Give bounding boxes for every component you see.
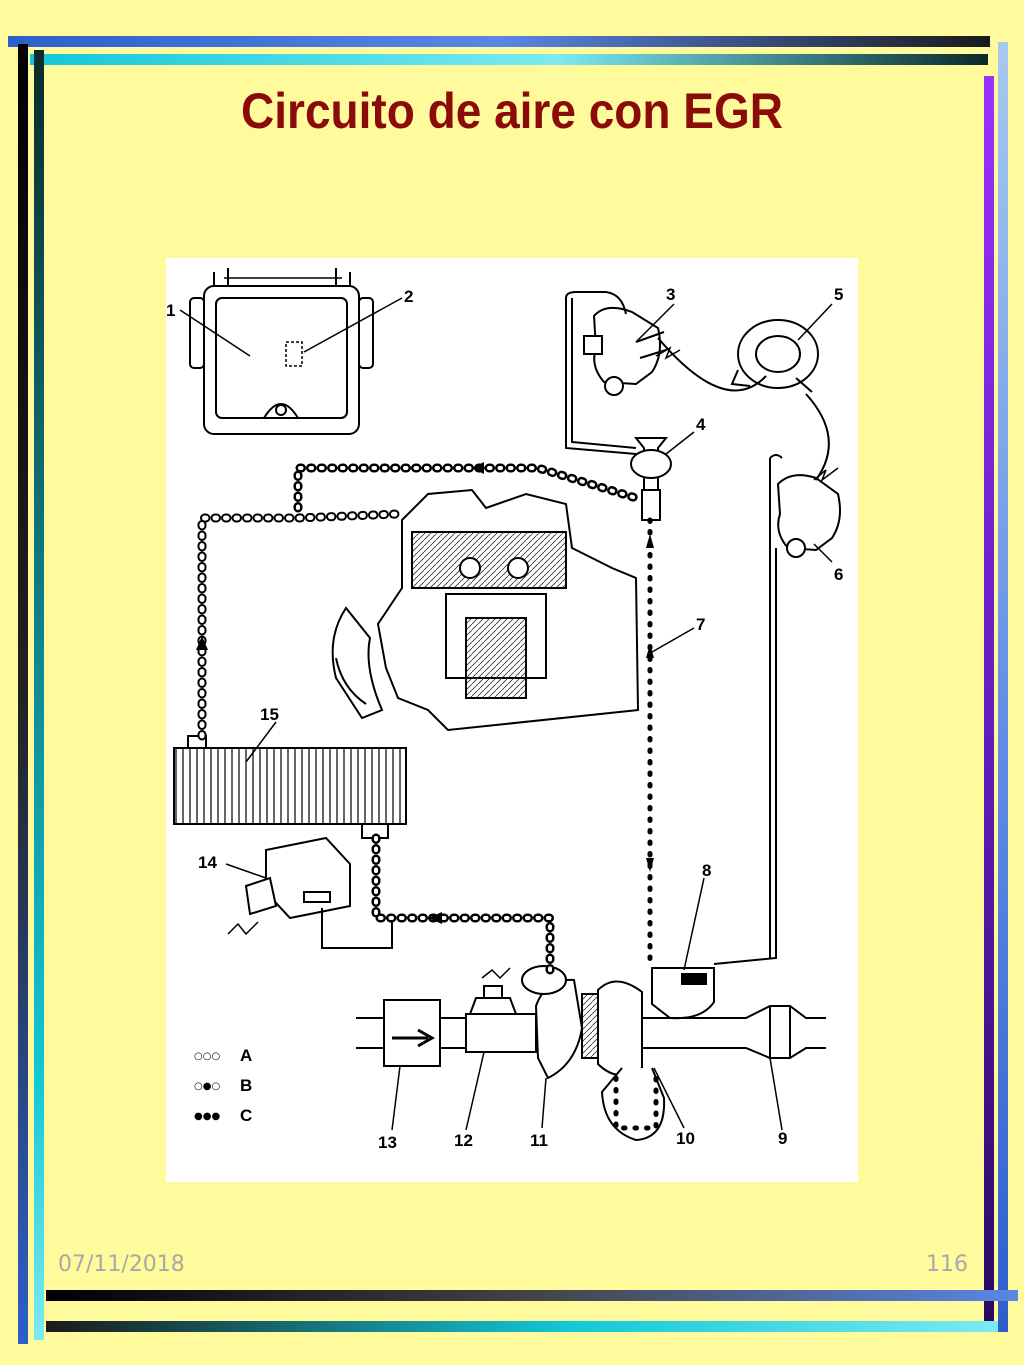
egr-air-circuit-diagram: 1 2 3 4 5 6 7 8 9 10 11 12 13 14 15 ○○○ … [166,258,858,1182]
callout-11: 11 [530,1131,548,1150]
callout-13: 13 [378,1133,397,1152]
legend-symbol-a: ○○○ [194,1051,220,1062]
callout-12: 12 [454,1131,473,1150]
callout-6: 6 [834,565,843,584]
vacuum-lines [565,291,830,965]
callout-7: 7 [696,615,705,634]
turbocharger [521,965,666,1142]
callout-3: 3 [666,285,675,304]
slide-page-number: 116 [926,1252,968,1277]
callout-9: 9 [778,1129,787,1148]
legend-symbol-b: ○●○ [194,1081,220,1092]
callout-14: 14 [198,853,217,872]
callout-15: 15 [260,705,279,724]
air-filter [356,999,466,1067]
legend: ○○○ A ○●○ B ●●● C [194,1046,252,1125]
catalytic-converter [642,1005,826,1059]
air-flow-meter [465,967,537,1053]
sensor-hose [321,908,393,949]
flow-arrows [196,462,654,924]
frame-top-bar-cyan [30,54,988,65]
legend-label-a: A [240,1046,252,1065]
callout-8: 8 [702,861,711,880]
frame-top-bar-blue [8,36,990,47]
callout-10: 10 [676,1129,695,1148]
callout-1: 1 [166,301,175,320]
air-circuit-b-inner [296,466,638,980]
intercooler [173,735,407,839]
legend-label-b: B [240,1076,252,1095]
frame-right-bar-blue [998,42,1008,1332]
frame-bottom-bar-black [46,1290,1018,1301]
wastegate-actuator [651,967,715,1020]
legend-symbol-c: ●●● [194,1111,220,1122]
slide-date: 07/11/2018 [58,1252,185,1277]
callout-5: 5 [834,285,843,304]
frame-left-bar-cyan [34,50,44,1340]
slide-title: Circuito de aire con EGR [241,83,783,139]
frame-left-bar-black [18,44,28,1344]
ecu-unit [189,268,374,435]
callout-2: 2 [404,287,413,306]
exhaust-circuit-c [613,517,659,1131]
air-circuit-a-inner [199,511,401,739]
callout-4: 4 [696,415,706,434]
egr-solenoid-valve [583,306,681,396]
engine-block [331,488,640,732]
vacuum-pump [730,319,819,393]
callout-labels: 1 2 3 4 5 6 7 8 9 10 11 12 13 14 15 [166,285,843,1152]
frame-right-bar-purple [984,76,994,1321]
egr-valve [630,437,672,521]
manifold-pressure-sensor [227,836,351,936]
frame-bottom-bar-cyan [46,1321,998,1332]
legend-label-c: C [240,1106,252,1125]
boost-pressure-solenoid [776,467,841,558]
callout-leaders [179,297,833,1131]
